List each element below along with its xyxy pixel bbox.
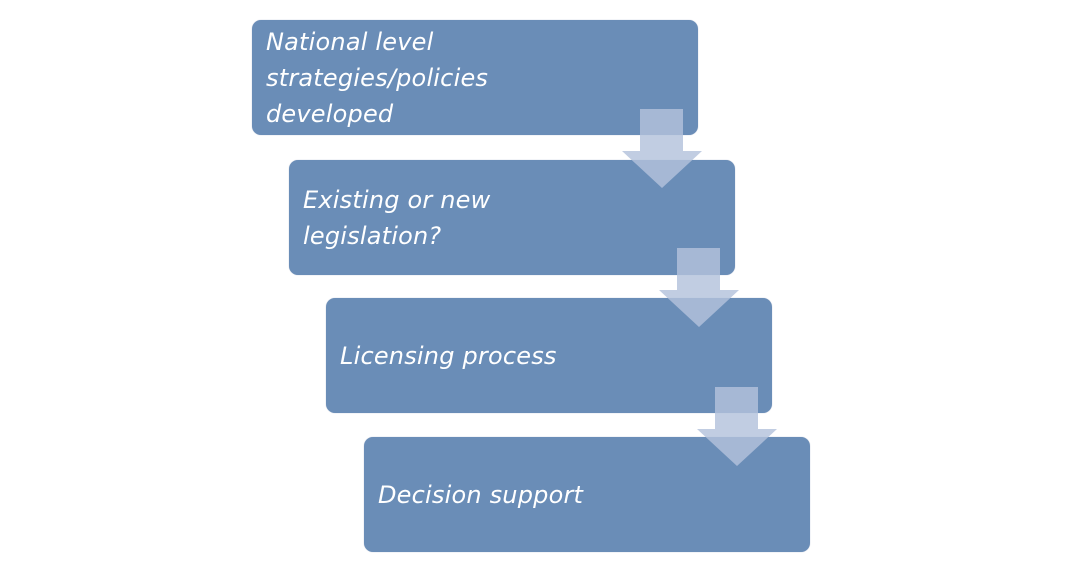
step-national-strategies: National level strategies/policies devel… xyxy=(252,20,698,135)
step-label: Licensing process xyxy=(340,341,557,370)
step-label: National level strategies/policies devel… xyxy=(266,28,489,128)
step-label: Existing or new legislation? xyxy=(303,186,491,250)
step-legislation: Existing or new legislation? xyxy=(289,160,735,275)
down-arrow-icon xyxy=(697,387,777,466)
down-arrow-icon xyxy=(622,109,702,188)
down-arrow-icon xyxy=(659,248,739,327)
step-label: Decision support xyxy=(378,480,584,509)
